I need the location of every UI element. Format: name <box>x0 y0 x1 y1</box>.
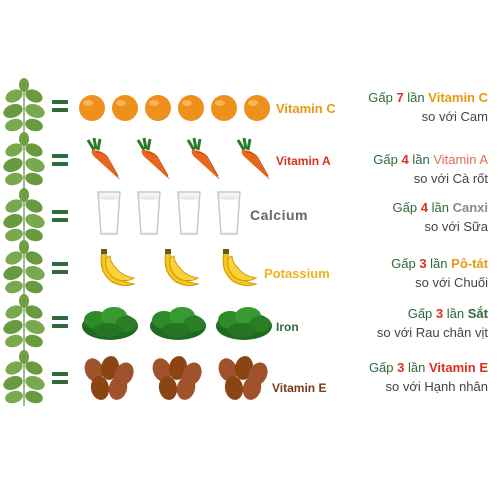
banana-icon <box>164 249 200 287</box>
comparison-prefix: Gấp <box>407 306 433 321</box>
carrot-icon <box>136 137 170 180</box>
orange-icon <box>244 95 270 121</box>
moringa-leaf-icon <box>3 350 45 406</box>
comparison-mid: lần <box>412 152 430 167</box>
moringa-leaf-icon <box>3 294 45 350</box>
orange-icon <box>178 95 204 121</box>
orange-icon <box>112 95 138 121</box>
comparison-food: so với Rau chân vịt <box>376 325 488 340</box>
nutrient-label: Iron <box>276 320 299 334</box>
equals-sign <box>52 100 68 112</box>
comparison-food: so với Cà rốt <box>413 171 488 186</box>
comparison-food: so với Sữa <box>424 219 488 234</box>
carrot-icon <box>236 137 270 180</box>
comparison-number: 4 <box>401 152 409 167</box>
orange-icon <box>79 95 105 121</box>
comparison-number: 7 <box>396 90 404 105</box>
comparison-text: Gấp 3 lần Pô-tát so với Chuối <box>391 254 488 292</box>
moringa-leaf-icon <box>3 132 45 188</box>
comparison-number: 3 <box>435 306 444 321</box>
orange-icon <box>145 95 171 121</box>
comparison-nutrient: Vitamin A <box>433 152 488 167</box>
equals-sign <box>52 372 68 384</box>
equals-sign <box>52 154 68 166</box>
orange-icon <box>211 95 237 121</box>
row-vitamin-c: Vitamin C Gấp 7 lần Vitamin C so với Cam <box>0 78 500 138</box>
milk-glass-icon <box>97 191 121 235</box>
equals-sign <box>52 210 68 222</box>
spinach-icon <box>216 307 272 340</box>
comparison-text: Gấp 7 lần Vitamin C so với Cam <box>368 88 488 126</box>
banana-icon <box>222 249 258 287</box>
comparison-mid: lần <box>446 306 465 321</box>
comparison-text: Gấp 3 lần Vitamin E so với Hạnh nhân <box>369 358 488 396</box>
almond-icon <box>218 356 268 400</box>
nutrient-label: Vitamin E <box>272 381 327 395</box>
comparison-nutrient: Vitamin C <box>428 90 488 105</box>
comparison-prefix: Gấp <box>368 360 394 375</box>
comparison-prefix: Gấp <box>392 200 418 215</box>
carrot-icon <box>186 137 220 180</box>
comparison-food: so với Cam <box>421 109 488 124</box>
spinach-icon <box>82 307 138 340</box>
comparison-mid: lần <box>407 90 425 105</box>
comparison-prefix: Gấp <box>368 90 393 105</box>
milk-glass-icon <box>137 191 161 235</box>
comparison-mid: lần <box>408 360 426 375</box>
comparison-number: 3 <box>397 360 405 375</box>
comparison-text: Gấp 4 lần Vitamin A so với Cà rốt <box>373 150 488 188</box>
comparison-mid: lần <box>431 200 449 215</box>
moringa-leaf-icon <box>3 240 45 296</box>
banana-icon <box>100 249 136 287</box>
almond-icon <box>84 356 134 400</box>
moringa-leaf-icon <box>3 188 45 244</box>
row-calcium: Calcium Gấp 4 lần Canxi so với Sữa <box>0 188 500 248</box>
comparison-number: 3 <box>419 256 427 271</box>
nutrient-label: Potassium <box>264 266 330 281</box>
equals-sign <box>52 316 68 328</box>
nutrient-label: Vitamin A <box>276 154 331 168</box>
spinach-icon <box>150 307 206 340</box>
moringa-leaf-icon <box>3 78 45 134</box>
milk-glass-icon <box>217 191 241 235</box>
comparison-text: Gấp 4 lần Canxi so với Sữa <box>393 198 488 236</box>
comparison-prefix: Gấp <box>373 152 398 167</box>
row-potassium: Potassium Gấp 3 lần Pô-tát so với Chuối <box>0 240 500 300</box>
nutrient-label: Calcium <box>250 207 308 223</box>
almond-icon <box>152 356 202 400</box>
comparison-nutrient: Pô-tát <box>451 256 488 271</box>
row-vitamin-a: Vitamin A Gấp 4 lần Vitamin A so với Cà … <box>0 132 500 192</box>
carrot-icon <box>86 137 120 180</box>
row-vitamin-e: Vitamin E Gấp 3 lần Vitamin E so với Hạn… <box>0 350 500 410</box>
comparison-number: 4 <box>420 200 428 215</box>
comparison-food: so với Hạnh nhân <box>385 379 488 394</box>
nutrient-label: Vitamin C <box>276 101 336 116</box>
equals-sign <box>52 262 68 274</box>
comparison-nutrient: Vitamin E <box>428 360 488 375</box>
comparison-prefix: Gấp <box>391 256 416 271</box>
row-iron: Iron Gấp 3 lần Sắt so với Rau chân vịt <box>0 294 500 354</box>
comparison-food: so với Chuối <box>415 275 488 290</box>
comparison-text: Gấp 3 lần Sắt so với Rau chân vịt <box>377 304 488 342</box>
milk-glass-icon <box>177 191 201 235</box>
comparison-nutrient: Sắt <box>467 306 488 321</box>
comparison-nutrient: Canxi <box>452 200 488 215</box>
comparison-mid: lần <box>430 256 448 271</box>
